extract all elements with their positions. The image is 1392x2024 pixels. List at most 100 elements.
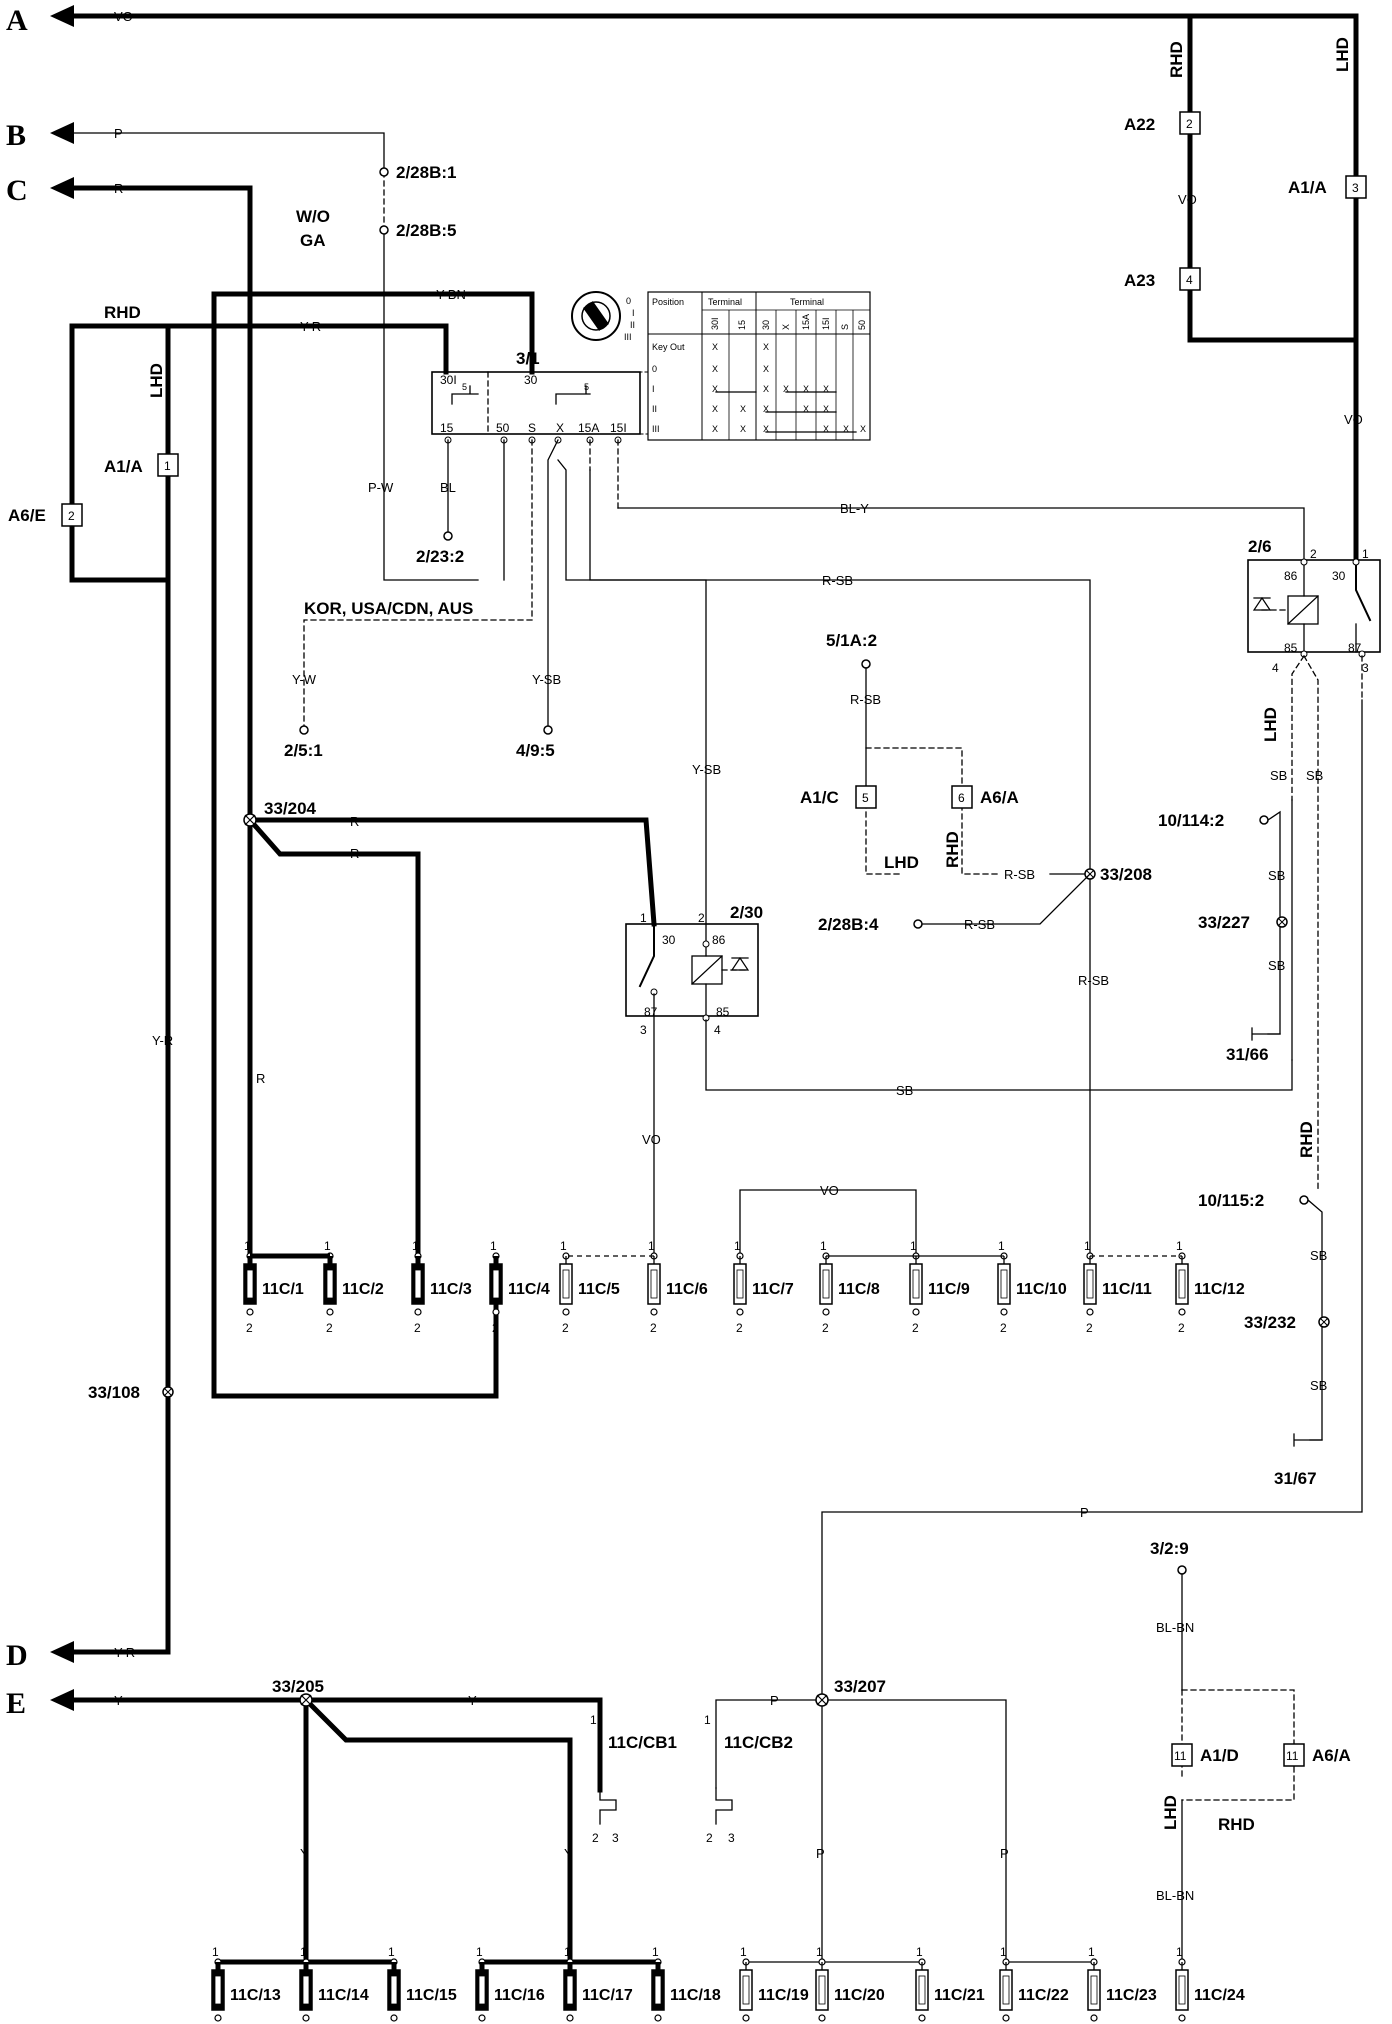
relay-2-6-wires: LHD SB 10/114:2 SB 33/227 SB 31/66 SB RH… [821,655,1363,1701]
fuse-pin-2: 2 [492,1321,499,1335]
svg-text:33/205: 33/205 [272,1677,324,1696]
svg-text:5/1A:2: 5/1A:2 [826,631,877,650]
fuse-label: 11C/13 [230,1987,281,2004]
svg-text:Y-BN: Y-BN [436,287,466,302]
svg-text:1: 1 [704,1713,711,1727]
fuse-pin-1: 1 [734,1239,741,1253]
svg-text:BL-Y: BL-Y [840,501,869,516]
fuse-label: 11C/17 [582,1987,633,2004]
svg-text:III: III [652,424,660,434]
fuse-pin-1: 1 [1000,1945,1007,1959]
svg-text:3: 3 [612,1831,619,1845]
svg-text:4: 4 [1186,273,1193,287]
svg-text:30I: 30I [710,317,720,330]
svg-text:I: I [632,308,635,318]
svg-text:S: S [528,421,536,435]
svg-text:SB: SB [1270,768,1287,783]
fuse-pin-1: 1 [212,1945,219,1959]
svg-text:X: X [763,342,769,352]
svg-text:2: 2 [1186,117,1193,131]
svg-text:VO: VO [1178,192,1197,207]
fuse-pin-1: 1 [1088,1945,1095,1959]
svg-text:A22: A22 [1124,115,1155,134]
svg-text:A6/E: A6/E [8,506,46,525]
fuse-label: 11C/2 [342,1281,384,1298]
svg-text:3: 3 [1362,661,1369,675]
fuse-row-1: 1211C/11211C/21211C/31211C/41211C/51211C… [243,1239,1245,1335]
fuse-row-2: 1211C/131211C/141211C/151211C/161211C/17… [211,1945,1245,2022]
svg-text:P-W: P-W [368,480,394,495]
svg-text:I: I [652,384,655,394]
svg-text:A1/A: A1/A [104,457,143,476]
wire-c-r: R R [71,181,265,1259]
svg-text:50: 50 [496,421,510,435]
fuse-pin-2: 2 [650,1321,657,1335]
svg-text:X: X [843,424,849,434]
svg-text:BL-BN: BL-BN [1156,1620,1194,1635]
svg-text:3: 3 [640,1023,647,1037]
svg-text:86: 86 [1284,569,1298,583]
svg-text:33/207: 33/207 [834,1677,886,1696]
svg-text:33/227: 33/227 [1198,913,1250,932]
svg-text:3: 3 [728,1831,735,1845]
svg-text:X: X [803,384,809,394]
svg-text:30I: 30I [440,373,457,387]
svg-text:A1/C: A1/C [800,788,839,807]
svg-text:11: 11 [1174,1749,1187,1763]
svg-text:R: R [350,814,359,829]
svg-text:A23: A23 [1124,271,1155,290]
svg-text:5: 5 [462,382,467,392]
svg-text:R-SB: R-SB [850,692,881,707]
svg-text:85: 85 [716,1005,730,1019]
fuse-pin-1: 1 [412,1239,419,1253]
connector-arrows [50,5,74,1711]
svg-text:KOR, USA/CDN, AUS: KOR, USA/CDN, AUS [304,599,473,618]
svg-text:30: 30 [1332,569,1346,583]
r-sb-a1c-a6a: 5/1A:2 R-SB A1/C 5 6 A6/A LHD RHD R-SB 3… [800,631,1152,934]
svg-text:Terminal: Terminal [790,297,824,307]
svg-text:X: X [783,384,789,394]
fuse-pin-1: 1 [1176,1945,1183,1959]
svg-text:Y-R: Y-R [152,1033,173,1048]
wire-b-p: P 2/28B:1 2/28B:5 W/O GA P-W [73,126,479,581]
svg-text:10/114:2: 10/114:2 [1158,811,1224,830]
svg-text:X: X [781,324,791,330]
fuse-label: 11C/14 [318,1987,369,2004]
ignition-switch-wires: BL 2/23:2 Y-W 2/5:1 KOR, USA/CDN, AUS Y-… [284,439,1305,1257]
connector-c-label: C [6,174,28,207]
svg-text:Y: Y [114,1693,123,1708]
svg-text:A6/A: A6/A [980,788,1019,807]
svg-text:15I: 15I [821,317,831,330]
svg-text:11C/CB1: 11C/CB1 [608,1733,677,1752]
svg-text:Y-R: Y-R [300,319,321,334]
svg-text:2: 2 [68,509,75,523]
fuse-pin-2: 2 [1086,1321,1093,1335]
svg-text:RHD: RHD [104,303,141,322]
svg-text:2: 2 [1310,547,1317,561]
svg-text:II: II [630,320,635,330]
svg-text:31/67: 31/67 [1274,1469,1317,1488]
svg-text:VO: VO [642,1132,661,1147]
fuse-pin-1: 1 [740,1945,747,1959]
svg-text:2/30: 2/30 [730,903,763,922]
ignition-switch-3-1: 3/1 30I 30 15 50 S X 15A 15I 5 5 [431,349,649,444]
svg-text:2/23:2: 2/23:2 [416,547,464,566]
svg-text:31/66: 31/66 [1226,1045,1269,1064]
fuse-pin-1: 1 [244,1239,251,1253]
svg-text:2: 2 [698,911,705,925]
svg-text:R-SB: R-SB [1004,867,1035,882]
svg-text:87: 87 [644,1005,658,1019]
svg-text:1: 1 [1362,547,1369,561]
svg-text:87: 87 [1348,641,1362,655]
svg-text:Key Out: Key Out [652,342,685,352]
svg-text:Position: Position [652,297,684,307]
